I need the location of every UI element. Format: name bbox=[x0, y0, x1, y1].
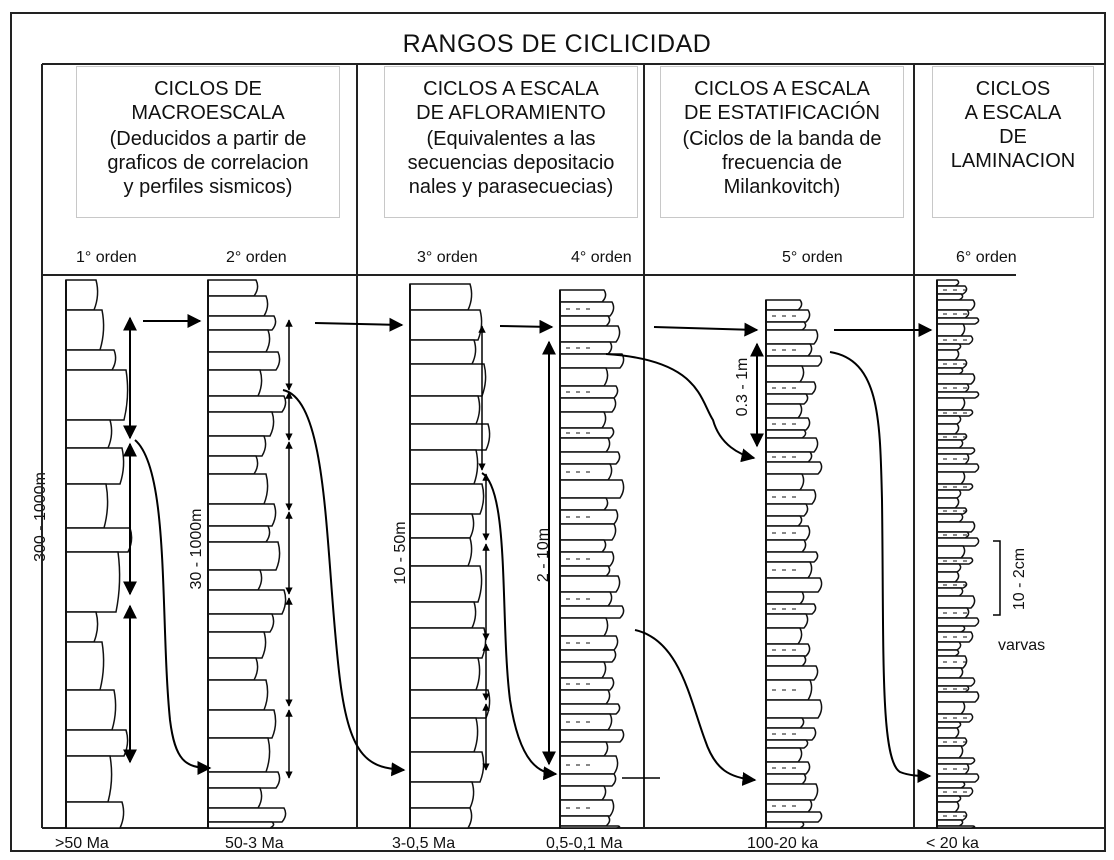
arrow-3-4 bbox=[499, 319, 554, 334]
arrow-4-5 bbox=[653, 322, 759, 337]
header-macroescala: CICLOS DE MACROESCALA (Deducidos a parti… bbox=[76, 66, 340, 218]
correlation-arrows bbox=[134, 314, 933, 786]
duration-label-3: 3-0,5 Ma bbox=[392, 835, 456, 852]
order-label-6: 6° orden bbox=[956, 249, 1017, 266]
varvas-label: varvas bbox=[998, 637, 1046, 654]
header-estratificacion-subtitle: (Ciclos de la banda de frecuencia de Mil… bbox=[682, 128, 882, 198]
arrow-2-3 bbox=[314, 317, 404, 332]
curve-1-2 bbox=[134, 439, 212, 775]
header-estratificacion-title: CICLOS A ESCALA DE ESTATIFICACIÓN bbox=[684, 78, 880, 124]
header-macroescala-title: CICLOS DE MACROESCALA bbox=[131, 78, 285, 124]
order-label-5: 5° orden bbox=[782, 249, 843, 266]
stratigraphic-columns bbox=[65, 279, 980, 829]
header-afloramiento-title: CICLOS A ESCALA DE AFLORAMIENTO bbox=[416, 78, 606, 124]
curve-3-4 bbox=[481, 472, 558, 781]
duration-label-6: < 20 ka bbox=[926, 835, 979, 852]
duration-label-2: 50-3 Ma bbox=[225, 835, 284, 852]
header-estratificacion: CICLOS A ESCALA DE ESTATIFICACIÓN (Ciclo… bbox=[660, 66, 904, 218]
order-label-2: 2° orden bbox=[226, 249, 287, 266]
duration-label-4: 0,5-0,1 Ma bbox=[546, 835, 623, 852]
duration-label-5: 100-20 ka bbox=[747, 835, 819, 852]
curve-5-6 bbox=[829, 351, 932, 783]
header-laminacion-title: CICLOS A ESCALA DE LAMINACION bbox=[950, 78, 1076, 172]
range-arrows bbox=[123, 316, 1001, 779]
header-macroescala-subtitle: (Deducidos a partir de graficos de corre… bbox=[107, 128, 309, 198]
curve-4-5b bbox=[634, 629, 757, 786]
header-afloramiento-subtitle: (Equivalentes a las secuencias depositac… bbox=[407, 128, 615, 198]
header-laminacion: CICLOS A ESCALA DE LAMINACION bbox=[932, 66, 1094, 218]
column-dividers bbox=[41, 63, 1106, 829]
header-afloramiento: CICLOS A ESCALA DE AFLORAMIENTO (Equival… bbox=[384, 66, 638, 218]
duration-label-1: >50 Ma bbox=[55, 835, 109, 852]
order-label-4: 4° orden bbox=[571, 249, 632, 266]
diagram-title: RANGOS DE CICLICIDAD bbox=[402, 30, 712, 58]
curve-4-5a bbox=[605, 353, 756, 463]
order-label-1: 1° orden bbox=[76, 249, 137, 266]
curve-2-3 bbox=[282, 389, 406, 777]
order-label-3: 3° orden bbox=[417, 249, 478, 266]
